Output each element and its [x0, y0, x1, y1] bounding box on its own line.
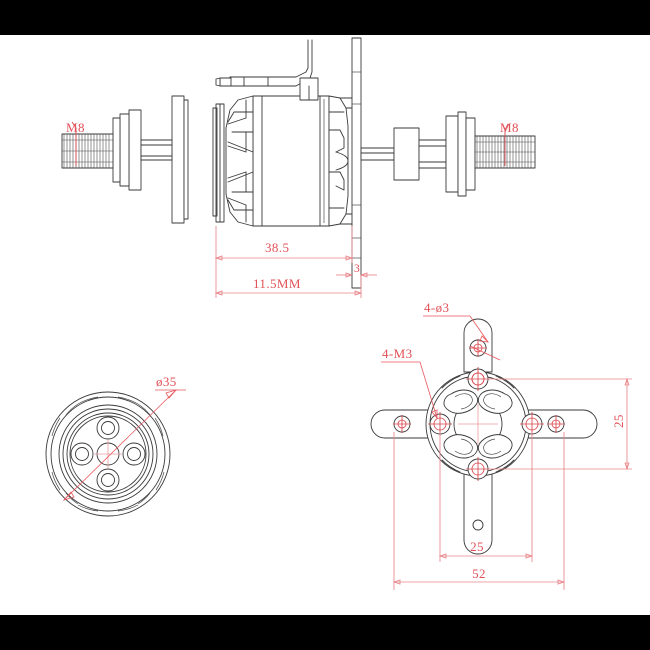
- dim-25-vertical-text: 25: [611, 414, 626, 428]
- right-thread-hatch: [475, 136, 535, 168]
- dim-38-5-text: 38.5: [265, 240, 289, 255]
- kidney-cutouts: [443, 389, 513, 459]
- dimension-38-5: 38.5: [214, 226, 354, 263]
- dimension-25-vertical: 25: [486, 377, 632, 471]
- dim-diameter-35-text: ø35: [156, 374, 177, 389]
- dimension-25-horizontal: 25: [438, 432, 534, 562]
- motor-can-body: [252, 95, 330, 227]
- left-shaft-assembly: [61, 95, 189, 224]
- motor-bell-fins: [212, 95, 254, 227]
- dimension-52: 52: [392, 432, 566, 590]
- dim-11-5mm-text: 11.5MM: [253, 276, 301, 291]
- label-4-m3: 4-M3: [381, 346, 438, 420]
- label-4-dia-3-text: 4-ø3: [424, 300, 449, 315]
- label-m8-right: M8: [500, 120, 519, 166]
- dimension-11-5mm: 11.5MM: [214, 263, 363, 298]
- dim-25-horizontal-text: 25: [470, 539, 484, 554]
- letterbox-bar-top: [0, 0, 650, 35]
- dim-52-text: 52: [472, 566, 486, 581]
- front-end-circles: [45, 391, 171, 517]
- label-4-m3-text: 4-M3: [382, 346, 413, 361]
- motor-wire-lead: [215, 39, 319, 101]
- letterbox-bar-bottom: [0, 615, 650, 650]
- m8-right-text: M8: [500, 120, 519, 135]
- rear-endbell: [328, 95, 353, 227]
- label-4-dia-3: 4-ø3: [423, 300, 501, 361]
- dimension-3: 3: [336, 263, 377, 278]
- dim-3-text: 3: [354, 263, 360, 275]
- mount-plate-outline: [370, 318, 598, 555]
- mount-plate-profile: [351, 37, 362, 289]
- right-shaft-assembly: [360, 111, 536, 197]
- knurl-segments: [51, 396, 165, 512]
- m8-left-text: M8: [66, 120, 85, 135]
- dimension-diameter-35: ø35: [62, 374, 186, 501]
- inner-m3-holes: [428, 367, 544, 481]
- label-m8-left: M8: [66, 120, 85, 166]
